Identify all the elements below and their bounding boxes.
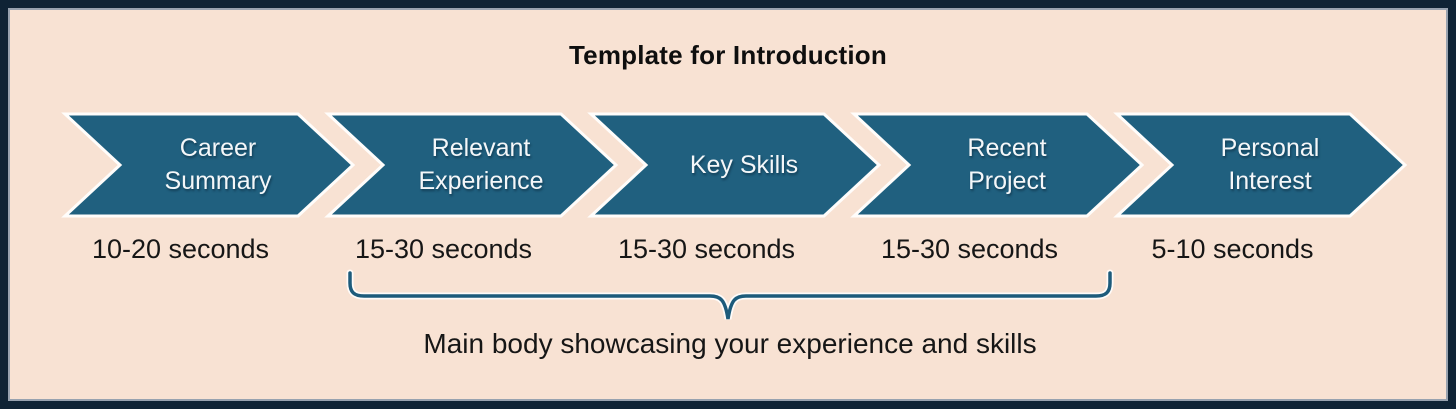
process-step: Key Skills [587,112,882,218]
chevron-arrow-shape [587,112,882,218]
duration-label: 5-10 seconds [1151,234,1314,264]
duration-label: 15-30 seconds [354,234,533,264]
process-step: Relevant Experience [324,112,619,218]
duration-label: 10-20 seconds [91,234,270,264]
diagram-title: Template for Introduction [569,40,887,70]
chevron-arrow-shape [324,112,619,218]
chevron-arrow-shape [61,112,356,218]
chevron-arrow-shape [850,112,1145,218]
brace-label: Main body showcasing your experience and… [423,328,1037,359]
process-step-label: Recent Project [967,134,1047,195]
duration-label: 15-30 seconds [617,234,796,264]
process-step: Personal Interest [1113,112,1408,218]
process-step-label: Personal Interest [1220,134,1320,195]
process-step-label: Key Skills [689,150,799,179]
process-step-label: Relevant Experience [418,134,544,195]
process-step: Career Summary [61,112,356,218]
process-step: Recent Project [850,112,1145,218]
process-step-label: Career Summary [164,134,272,195]
brace-bracket [346,269,1114,320]
duration-label: 15-30 seconds [880,234,1059,264]
chevron-arrow-shape [1113,112,1408,218]
